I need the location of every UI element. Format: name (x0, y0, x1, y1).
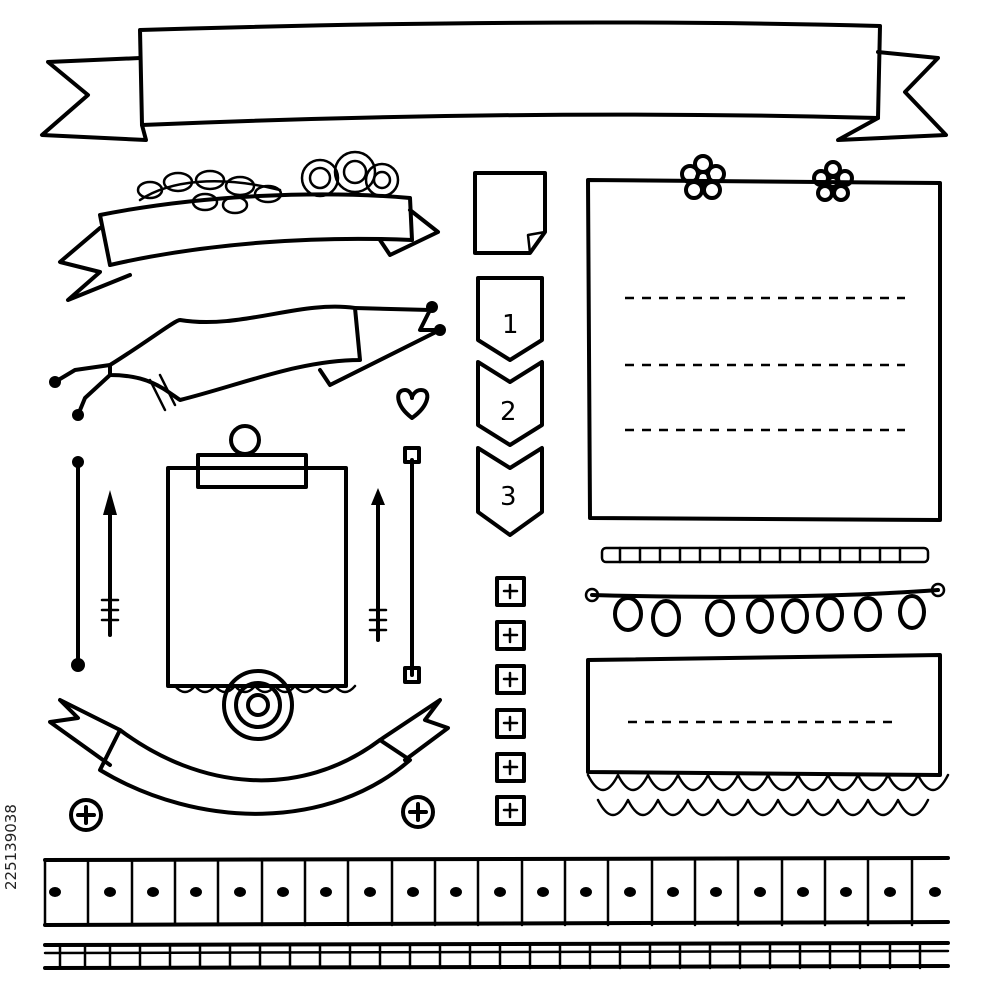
left-arrow (100, 490, 120, 637)
striped-border-strip (43, 941, 950, 970)
right-arrow (368, 488, 388, 642)
curved-banner (48, 698, 450, 816)
number-label: 3 (500, 482, 517, 512)
note-card (586, 178, 942, 522)
flower-icon (680, 154, 726, 200)
checkbox-list (495, 576, 526, 826)
top-banner-ribbon (40, 20, 948, 142)
floral-banner (58, 150, 440, 302)
number-tag-1: 1 (476, 276, 544, 362)
right-pin-line (403, 446, 421, 684)
number-tag-2: 2 (476, 360, 544, 447)
wavy-ribbon-banner (49, 301, 446, 421)
sticky-note (473, 171, 547, 255)
plus-circle-icon (401, 795, 435, 829)
dotted-strip (600, 546, 930, 564)
number-label: 1 (502, 310, 519, 340)
dot-border-strip (43, 856, 950, 927)
heart-icon (396, 388, 430, 420)
garland-divider (584, 582, 946, 637)
stock-id-label: 225139038 (2, 770, 32, 890)
scalloped-label (586, 653, 950, 817)
number-tag-3: 3 (476, 446, 544, 537)
stock-id-text: 225139038 (2, 804, 20, 890)
clipboard (166, 424, 357, 741)
left-pin-line (71, 456, 85, 672)
flower-icon (812, 160, 854, 202)
number-label: 2 (500, 397, 517, 427)
plus-circle-icon (69, 798, 103, 832)
